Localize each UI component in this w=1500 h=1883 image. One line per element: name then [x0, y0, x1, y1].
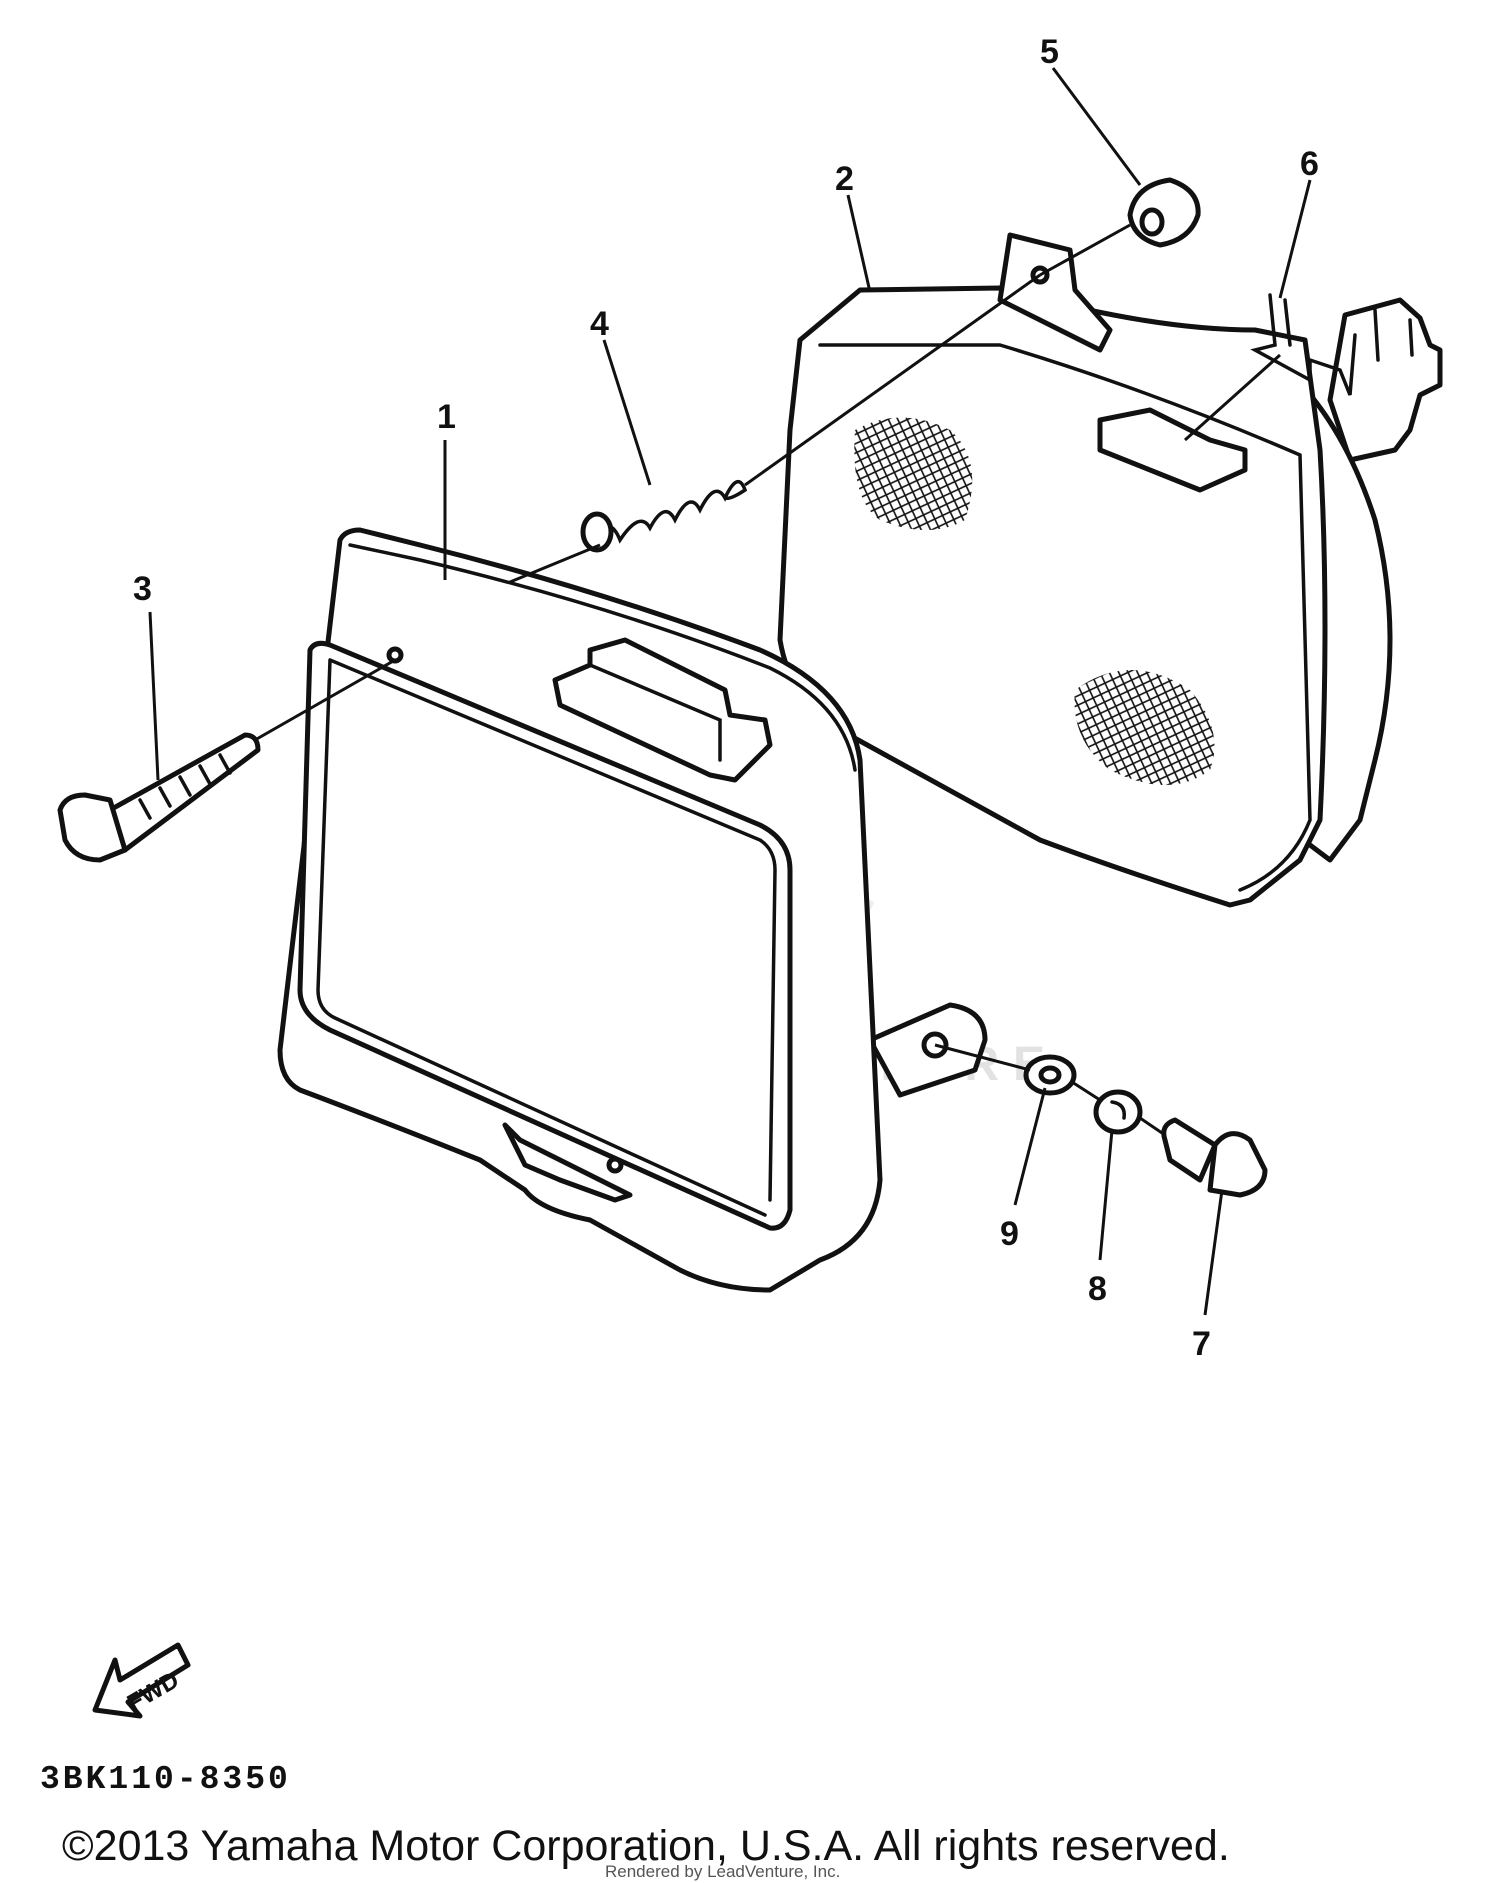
- callout-7: 7: [1192, 1325, 1211, 1363]
- bolt-part: [1161, 1117, 1268, 1198]
- forward-arrow: FWD: [92, 1642, 191, 1719]
- callout-2: 2: [835, 160, 854, 198]
- lock-washer-part: [1093, 1089, 1143, 1135]
- washer-part: [1023, 1054, 1077, 1096]
- callout-labels: 1 2 3 4 5 6 7 8 9: [133, 33, 1319, 1363]
- rendered-by-notice: Rendered by LeadVenture, Inc.: [605, 1862, 840, 1881]
- headlight-rim-part: [277, 527, 988, 1293]
- copyright-notice: ©2013 Yamaha Motor Corporation, U.S.A. A…: [62, 1822, 1230, 1870]
- callout-6: 6: [1300, 145, 1319, 183]
- screw-part: [57, 732, 261, 863]
- callout-5: 5: [1040, 33, 1059, 71]
- callout-1: 1: [437, 398, 456, 436]
- clip-part: [1250, 293, 1357, 396]
- spring-part: [580, 480, 748, 553]
- headlight-unit-part: [777, 232, 1443, 908]
- callout-8: 8: [1088, 1270, 1107, 1308]
- explosion-lines: [148, 67, 1312, 1316]
- callout-9: 9: [1000, 1215, 1019, 1253]
- callout-3: 3: [133, 570, 152, 608]
- nut-part: [1127, 177, 1201, 248]
- diagram-code: 3BK110-8350: [40, 1761, 291, 1798]
- callout-4: 4: [590, 305, 609, 343]
